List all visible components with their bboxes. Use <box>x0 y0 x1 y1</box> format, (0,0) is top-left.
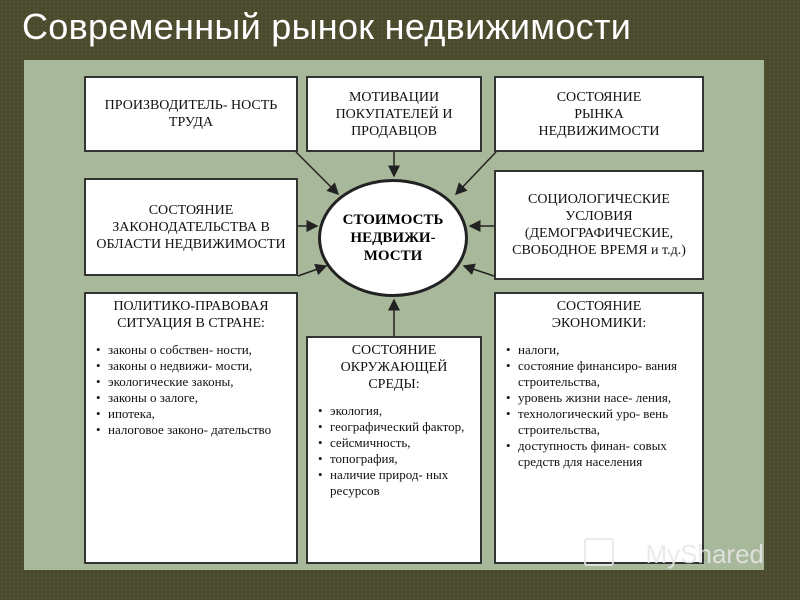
list-item: доступность финан- совых средств для нас… <box>506 438 698 470</box>
list-item: законы о собствен- ности, <box>96 342 292 358</box>
list-item: топография, <box>318 451 476 467</box>
box-motivation-label: МОТИВАЦИИ ПОКУПАТЕЛЕЙ И ПРОДАВЦОВ <box>335 89 453 139</box>
list-item: сейсмичность, <box>318 435 476 451</box>
list-item: географический фактор, <box>318 419 476 435</box>
list-item: законы о недвижи- мости, <box>96 358 292 374</box>
watermark: MyShared <box>645 539 765 569</box>
list-item: уровень жизни насе- ления, <box>506 390 698 406</box>
list-item: налоги, <box>506 342 698 358</box>
box-productivity-label: ПРОИЗВОДИТЕЛЬ- НОСТЬ ТРУДА <box>104 98 278 130</box>
box-motivation: МОТИВАЦИИ ПОКУПАТЕЛЕЙ И ПРОДАВЦОВ <box>306 76 482 152</box>
box-market-state: СОСТОЯНИЕ РЫНКА НЕДВИЖИМОСТИ <box>494 76 704 152</box>
list-item: налоговое законо- дательство <box>96 422 292 438</box>
box-environment-head: СОСТОЯНИЕ ОКРУЖАЮЩЕЙ СРЕДЫ: <box>340 343 448 392</box>
environment-list: экология, географический фактор, сейсмич… <box>308 403 480 499</box>
list-item: законы о залоге, <box>96 390 292 406</box>
list-item: экология, <box>318 403 476 419</box>
box-environment: СОСТОЯНИЕ ОКРУЖАЮЩЕЙ СРЕДЫ: экология, ге… <box>306 336 482 564</box>
box-political-head: ПОЛИТИКО-ПРАВОВАЯ СИТУАЦИЯ В СТРАНЕ: <box>113 299 269 331</box>
box-sociological: СОЦИОЛОГИЧЕСКИЕ УСЛОВИЯ (ДЕМОГРАФИЧЕСКИЕ… <box>494 170 704 280</box>
list-item: ипотека, <box>96 406 292 422</box>
economy-list: налоги, состояние финансиро- вания строи… <box>496 342 702 470</box>
political-list: законы о собствен- ности, законы о недви… <box>86 342 296 438</box>
box-legislation-label: СОСТОЯНИЕ ЗАКОНОДАТЕЛЬСТВА В ОБЛАСТИ НЕД… <box>96 202 286 252</box>
list-item: наличие природ- ных ресурсов <box>318 467 476 499</box>
box-political: ПОЛИТИКО-ПРАВОВАЯ СИТУАЦИЯ В СТРАНЕ: зак… <box>84 292 298 564</box>
slide-title: Современный рынок недвижимости <box>22 6 632 47</box>
box-productivity: ПРОИЗВОДИТЕЛЬ- НОСТЬ ТРУДА <box>84 76 298 152</box>
watermark-logo-icon <box>584 538 614 566</box>
list-item: экологические законы, <box>96 374 292 390</box>
list-item: технологический уро- вень строительства, <box>506 406 698 438</box>
center-value-label: СТОИМОСТЬ НЕДВИЖИ- МОСТИ <box>342 212 444 264</box>
box-economy: СОСТОЯНИЕ ЭКОНОМИКИ: налоги, состояние ф… <box>494 292 704 564</box>
list-item: состояние финансиро- вания строительства… <box>506 358 698 390</box>
box-legislation: СОСТОЯНИЕ ЗАКОНОДАТЕЛЬСТВА В ОБЛАСТИ НЕД… <box>84 178 298 276</box>
box-market-state-label: СОСТОЯНИЕ РЫНКА НЕДВИЖИМОСТИ <box>538 89 660 139</box>
center-value-circle: СТОИМОСТЬ НЕДВИЖИ- МОСТИ <box>318 179 468 297</box>
box-sociological-label: СОЦИОЛОГИЧЕСКИЕ УСЛОВИЯ (ДЕМОГРАФИЧЕСКИЕ… <box>512 192 686 258</box>
box-economy-head: СОСТОЯНИЕ ЭКОНОМИКИ: <box>551 299 647 331</box>
